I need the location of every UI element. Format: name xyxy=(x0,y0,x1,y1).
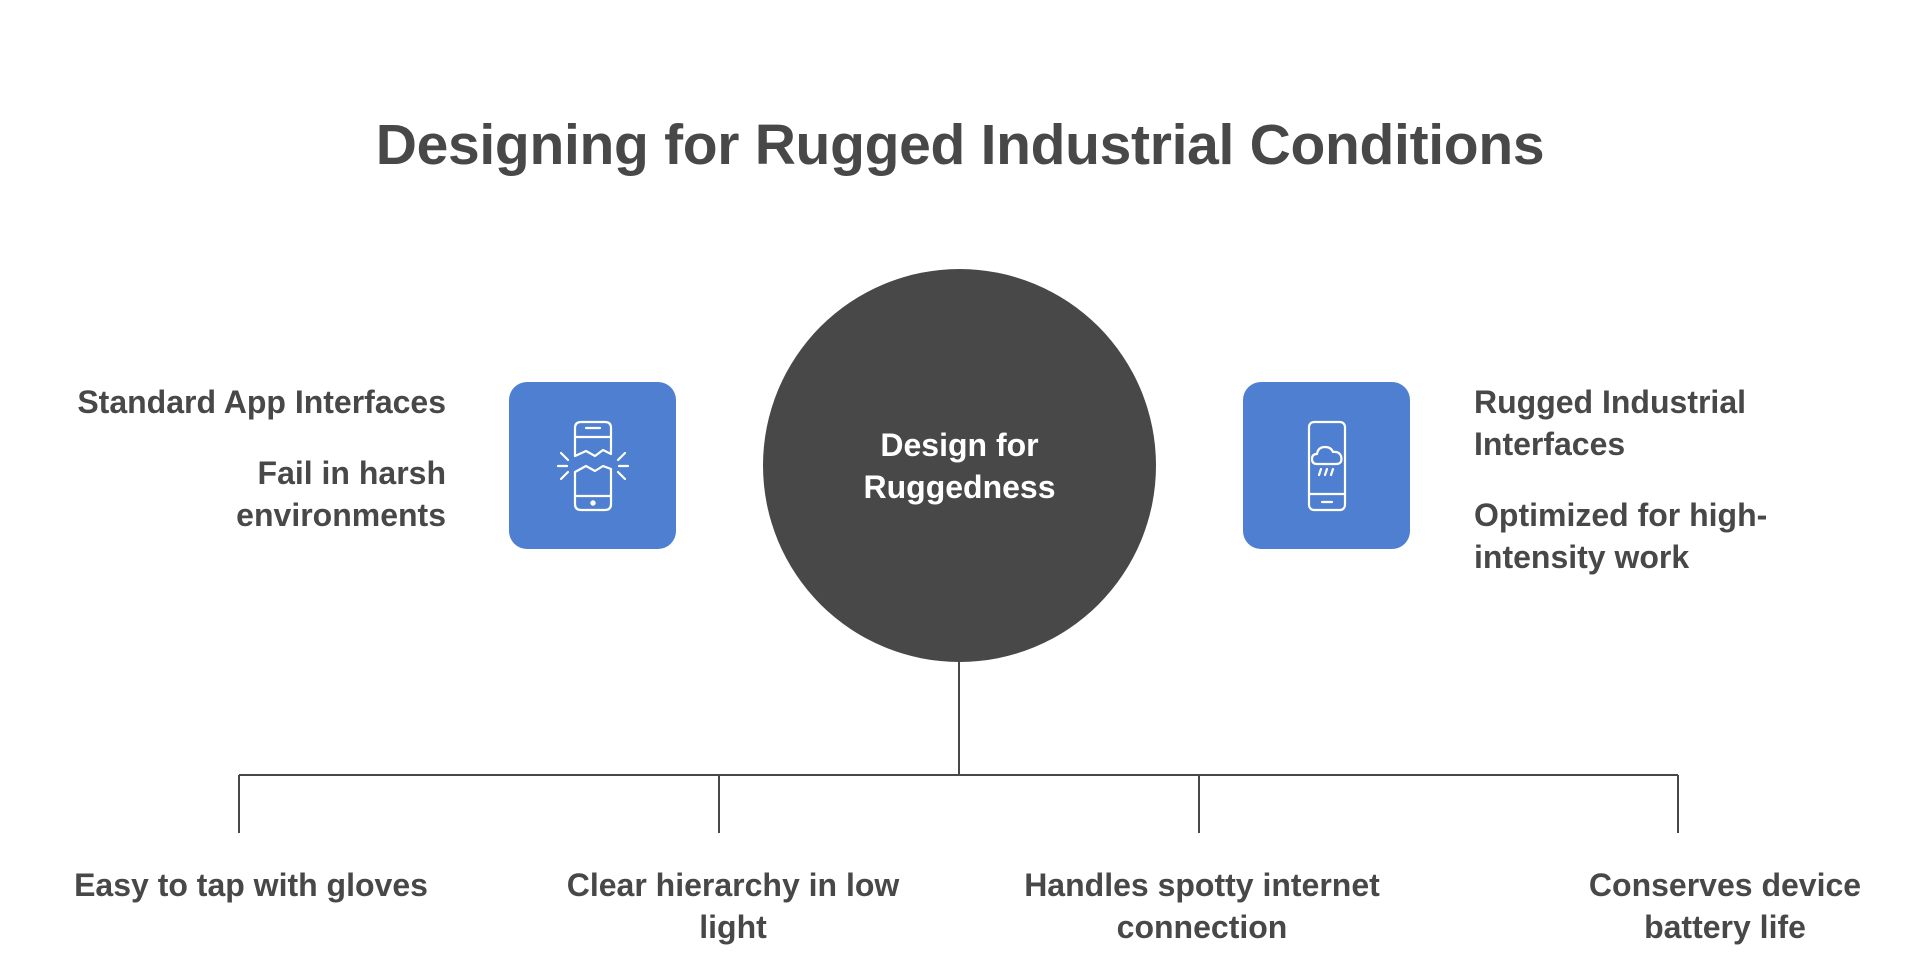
feature-glove-tapping: Easy to tap with gloves xyxy=(74,867,428,903)
rugged-interfaces-heading: Rugged Industrial Interfaces xyxy=(1474,384,1746,462)
standard-interfaces-description: Fail in harsh environments xyxy=(236,455,446,533)
hub-label: Design for Ruggedness xyxy=(863,426,1056,505)
feature-battery-life: Conserves device battery life xyxy=(1588,867,1862,945)
broken-phone-icon-box xyxy=(509,382,676,549)
page-title: Designing for Rugged Industrial Conditio… xyxy=(375,113,1545,177)
broken-phone-icon xyxy=(556,420,629,511)
rugged-interfaces-description: Optimized for high-intensity work xyxy=(1474,497,1768,575)
phone-rain-cloud-icon xyxy=(1307,420,1346,511)
standard-interfaces-heading: Standard App Interfaces xyxy=(77,384,446,420)
feature-low-light-hierarchy: Clear hierarchy in low light xyxy=(566,867,900,945)
central-hub-circle: Design for Ruggedness xyxy=(763,269,1156,662)
feature-spotty-internet: Handles spotty internet connection xyxy=(1024,867,1380,945)
rugged-phone-icon-box xyxy=(1243,382,1410,549)
